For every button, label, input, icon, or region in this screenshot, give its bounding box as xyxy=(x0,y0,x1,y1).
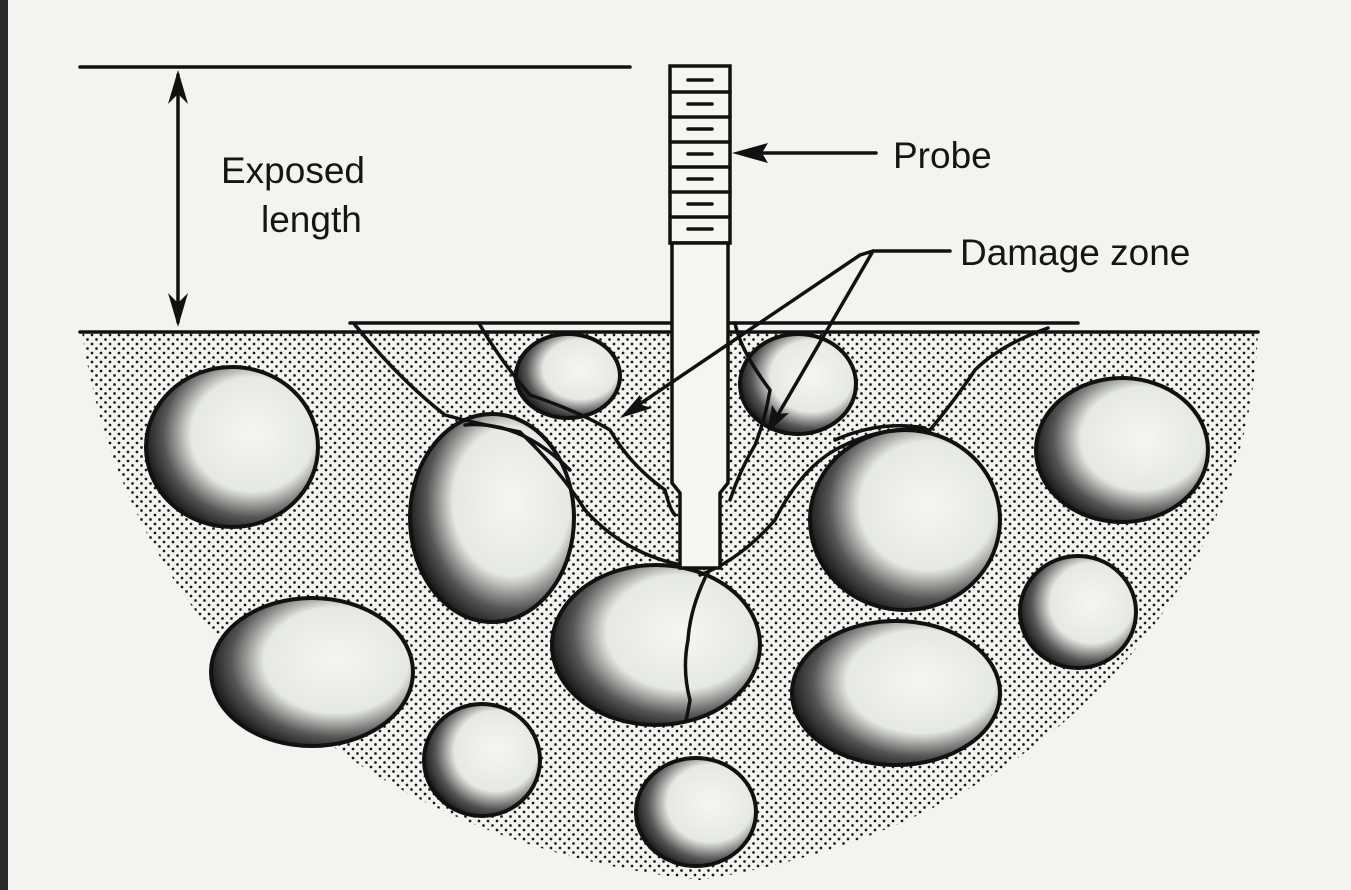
aggregate-stone xyxy=(410,414,574,622)
aggregate-stone xyxy=(740,334,856,434)
aggregate-stone xyxy=(792,621,1000,765)
probe-label: Probe xyxy=(893,135,992,176)
exposed-length-label-line2: length xyxy=(261,199,362,240)
aggregate-stone xyxy=(516,334,620,418)
aggregate-stone xyxy=(211,598,413,746)
aggregate-stone xyxy=(1020,556,1136,668)
aggregate-stone xyxy=(810,430,1000,610)
aggregate-stone xyxy=(424,704,540,816)
probe xyxy=(670,66,730,568)
aggregate-stone xyxy=(636,758,756,866)
probe-shaft xyxy=(672,243,728,568)
frame-left-edge xyxy=(0,0,8,890)
exposed-length-label-line1: Exposed xyxy=(221,150,365,191)
aggregate-stone xyxy=(1036,378,1208,522)
aggregate-stone xyxy=(146,367,318,527)
aggregate-stone xyxy=(552,565,760,725)
damage-zone-label: Damage zone xyxy=(960,232,1190,273)
